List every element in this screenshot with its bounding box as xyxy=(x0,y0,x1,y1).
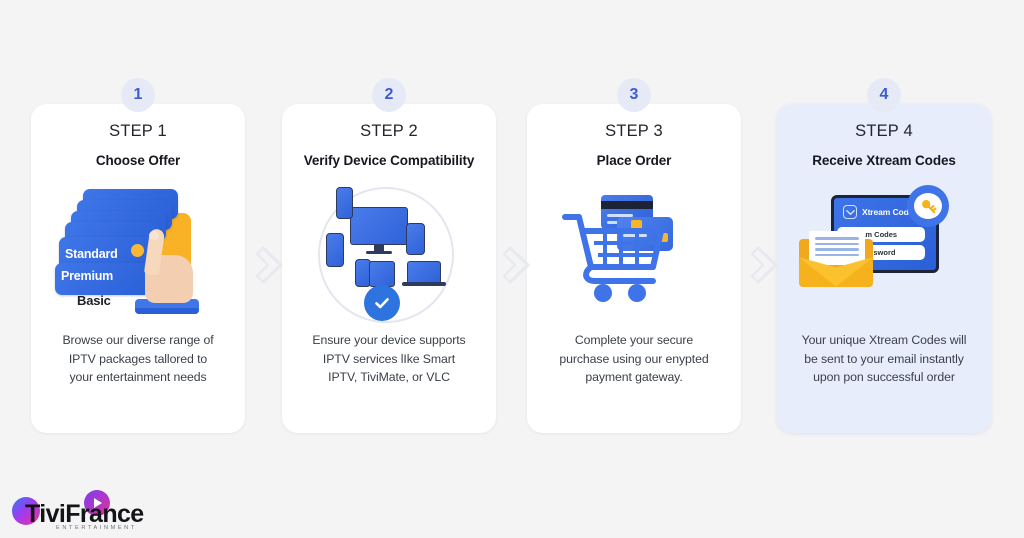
step-column-2: 2 STEP 2 Verify Device Compatibility xyxy=(282,78,496,433)
letter-line xyxy=(815,242,859,246)
step-badge-3: 3 xyxy=(617,78,651,112)
steps-board: 1 STEP 1 Choose Offer Standard Premium B… xyxy=(31,78,991,433)
receive-codes-illustration: Xtream Codes p/tream Codes me//Password xyxy=(789,181,979,331)
plan-label-basic: Basic xyxy=(77,293,111,309)
phone-icon xyxy=(326,233,344,268)
logo-gradient-orb-icon xyxy=(12,497,40,525)
step-title-1: Choose Offer xyxy=(95,153,181,168)
phone-icon xyxy=(406,223,425,256)
step-badge-1: 1 xyxy=(121,78,155,112)
step-badge-2: 2 xyxy=(372,78,406,112)
tablet-icon xyxy=(369,261,395,288)
step-description-3: Complete your secure purchase using our … xyxy=(559,333,709,385)
checkmark-badge-icon xyxy=(364,285,400,322)
plan-card-premium xyxy=(55,263,153,296)
step-column-3: 3 STEP 3 Place Order xyxy=(527,78,741,433)
choose-offer-illustration: Standard Premium Basic xyxy=(43,181,233,331)
place-order-illustration xyxy=(539,181,729,331)
card-chip-icon xyxy=(631,220,642,230)
device-compatibility-illustration xyxy=(294,181,484,331)
pointing-hand-icon xyxy=(139,228,195,304)
step-title-2: Verify Device Compatibility xyxy=(303,153,475,168)
shopping-cart-icon xyxy=(562,214,664,303)
monitor-stand xyxy=(374,245,384,253)
chevron-right-icon-1 xyxy=(255,242,289,288)
key-badge-inner xyxy=(914,193,942,220)
monitor-foot xyxy=(366,251,392,255)
logo-play-button-icon xyxy=(84,490,110,516)
logo-tagline: ENTERTAINMENT xyxy=(56,525,137,531)
letter-line xyxy=(815,253,859,257)
key-badge-icon xyxy=(907,185,949,228)
chevron-right-icon-2 xyxy=(502,242,536,288)
laptop-base xyxy=(402,282,446,287)
step-badge-4: 4 xyxy=(867,78,901,112)
step-title-4: Receive Xtream Codes xyxy=(812,153,956,168)
step-label-1: STEP 1 xyxy=(109,122,167,140)
app-logo-icon xyxy=(843,205,857,220)
step-card-4[interactable]: STEP 4 Receive Xtream Codes Xtream Codes… xyxy=(777,104,991,433)
letter-line xyxy=(815,237,859,240)
step-label-2: STEP 2 xyxy=(360,122,418,140)
step-column-4: 4 STEP 4 Receive Xtream Codes Xtream Cod… xyxy=(777,78,991,433)
letter-line xyxy=(815,248,859,251)
step-description-2: Ensure your device supports IPTV service… xyxy=(312,333,466,385)
letter-paper xyxy=(809,231,865,266)
step-column-1: 1 STEP 1 Choose Offer Standard Premium B… xyxy=(31,78,245,433)
laptop-icon xyxy=(407,261,441,284)
plan-label-standard: Standard xyxy=(65,247,118,262)
step-title-3: Place Order xyxy=(596,153,672,168)
card-dot-icon xyxy=(131,244,144,258)
step-label-3: STEP 3 xyxy=(605,122,663,140)
step-card-2[interactable]: STEP 2 Verify Device Compatibility xyxy=(282,104,496,433)
brand-logo[interactable]: TiviFrance ENTERTAINMENT xyxy=(12,490,202,534)
card-magnetic-stripe xyxy=(601,201,653,210)
step-card-3[interactable]: STEP 3 Place Order xyxy=(527,104,741,433)
step-label-4: STEP 4 xyxy=(855,122,913,140)
screen-title-text: Xtream Codes xyxy=(862,207,918,218)
step-description-1: Browse our diverse range of IPTV package… xyxy=(62,333,214,385)
phone-icon xyxy=(336,187,353,220)
screen-header: Xtream Codes xyxy=(843,205,918,220)
step-description-4: Your unique Xtream Codes will be sent to… xyxy=(801,333,967,385)
logo-wordmark: TiviFrance xyxy=(25,500,144,528)
card-line xyxy=(607,214,633,218)
plan-label-premium: Premium xyxy=(61,269,114,284)
chevron-right-icon-3 xyxy=(750,242,784,288)
monitor-icon xyxy=(350,207,408,246)
step-card-1[interactable]: STEP 1 Choose Offer Standard Premium Bas… xyxy=(31,104,245,433)
circle-ring-shape xyxy=(318,187,454,324)
